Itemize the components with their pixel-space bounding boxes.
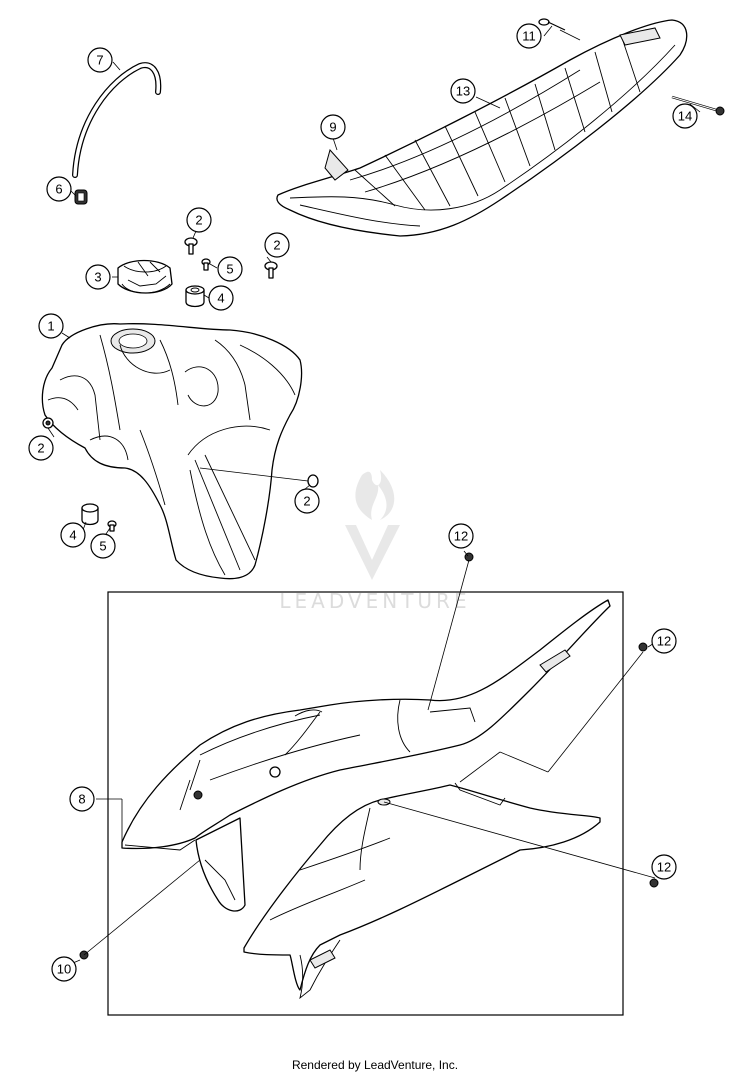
callout-12[interactable]: 12 xyxy=(651,854,677,880)
callout-label: 8 xyxy=(78,792,85,807)
callout-7[interactable]: 7 xyxy=(87,47,113,73)
callout-10[interactable]: 10 xyxy=(51,956,77,982)
callout-label: 11 xyxy=(522,29,536,44)
cover-screw-part[interactable] xyxy=(638,642,648,652)
callout-5[interactable]: 5 xyxy=(217,256,243,282)
side-cover-right-part[interactable] xyxy=(243,782,601,1000)
callout-label: 12 xyxy=(657,634,671,649)
callout-3[interactable]: 3 xyxy=(85,264,111,290)
assembly-frame xyxy=(107,591,624,1016)
callout-6[interactable]: 6 xyxy=(46,176,72,202)
callout-label: 6 xyxy=(55,182,62,197)
callout-label: 4 xyxy=(217,291,224,306)
callout-label: 4 xyxy=(69,528,76,543)
watermark-text: LEADVENTURE xyxy=(279,589,470,613)
callout-14[interactable]: 14 xyxy=(672,103,698,129)
callout-2[interactable]: 2 xyxy=(294,488,320,514)
callout-8[interactable]: 8 xyxy=(69,786,95,812)
callout-2[interactable]: 2 xyxy=(28,435,54,461)
spacer-part[interactable] xyxy=(185,285,205,308)
small-screw-part[interactable] xyxy=(107,520,117,532)
seat-screw-part[interactable] xyxy=(538,18,566,31)
callout-label: 1 xyxy=(47,319,54,334)
callout-label: 7 xyxy=(96,53,103,68)
seat-bolt-part[interactable] xyxy=(671,95,725,116)
callout-label: 12 xyxy=(657,860,671,875)
leadventure-watermark: LEADVENTURE xyxy=(279,470,470,613)
callout-12[interactable]: 12 xyxy=(651,628,677,654)
hose-part[interactable] xyxy=(72,62,162,178)
spacer-part[interactable] xyxy=(81,503,99,526)
callout-2[interactable]: 2 xyxy=(186,207,212,233)
footer-credit: Rendered by LeadVenture, Inc. xyxy=(291,1058,459,1072)
seat-part[interactable] xyxy=(276,19,688,237)
callout-label: 2 xyxy=(303,494,310,509)
callout-label: 10 xyxy=(57,962,71,977)
callout-4[interactable]: 4 xyxy=(60,522,86,548)
fuel-tank-part[interactable] xyxy=(41,323,303,580)
callout-2[interactable]: 2 xyxy=(264,232,290,258)
screw-part[interactable] xyxy=(264,261,278,279)
cover-screw-part[interactable] xyxy=(649,878,659,888)
clamp-part[interactable] xyxy=(74,189,88,205)
callout-label: 13 xyxy=(456,84,470,99)
fuel-cap-part[interactable] xyxy=(117,259,173,294)
callout-label: 5 xyxy=(99,539,106,554)
callout-12[interactable]: 12 xyxy=(448,523,474,549)
callout-11[interactable]: 11 xyxy=(516,23,542,49)
callout-9[interactable]: 9 xyxy=(320,114,346,140)
callout-label: 2 xyxy=(195,213,202,228)
callout-5[interactable]: 5 xyxy=(90,533,116,559)
small-screw-part[interactable] xyxy=(201,258,211,271)
callout-13[interactable]: 13 xyxy=(450,78,476,104)
callout-label: 5 xyxy=(226,262,233,277)
callout-label: 2 xyxy=(37,441,44,456)
side-cover-left-part[interactable] xyxy=(121,599,611,912)
callout-1[interactable]: 1 xyxy=(38,313,64,339)
callout-label: 9 xyxy=(329,120,336,135)
callout-label: 14 xyxy=(678,109,692,124)
callout-label: 3 xyxy=(94,270,101,285)
screw-part[interactable] xyxy=(42,417,54,429)
callout-label: 2 xyxy=(273,238,280,253)
callout-4[interactable]: 4 xyxy=(208,285,234,311)
callout-label: 12 xyxy=(454,529,468,544)
screw-part[interactable] xyxy=(184,237,198,255)
